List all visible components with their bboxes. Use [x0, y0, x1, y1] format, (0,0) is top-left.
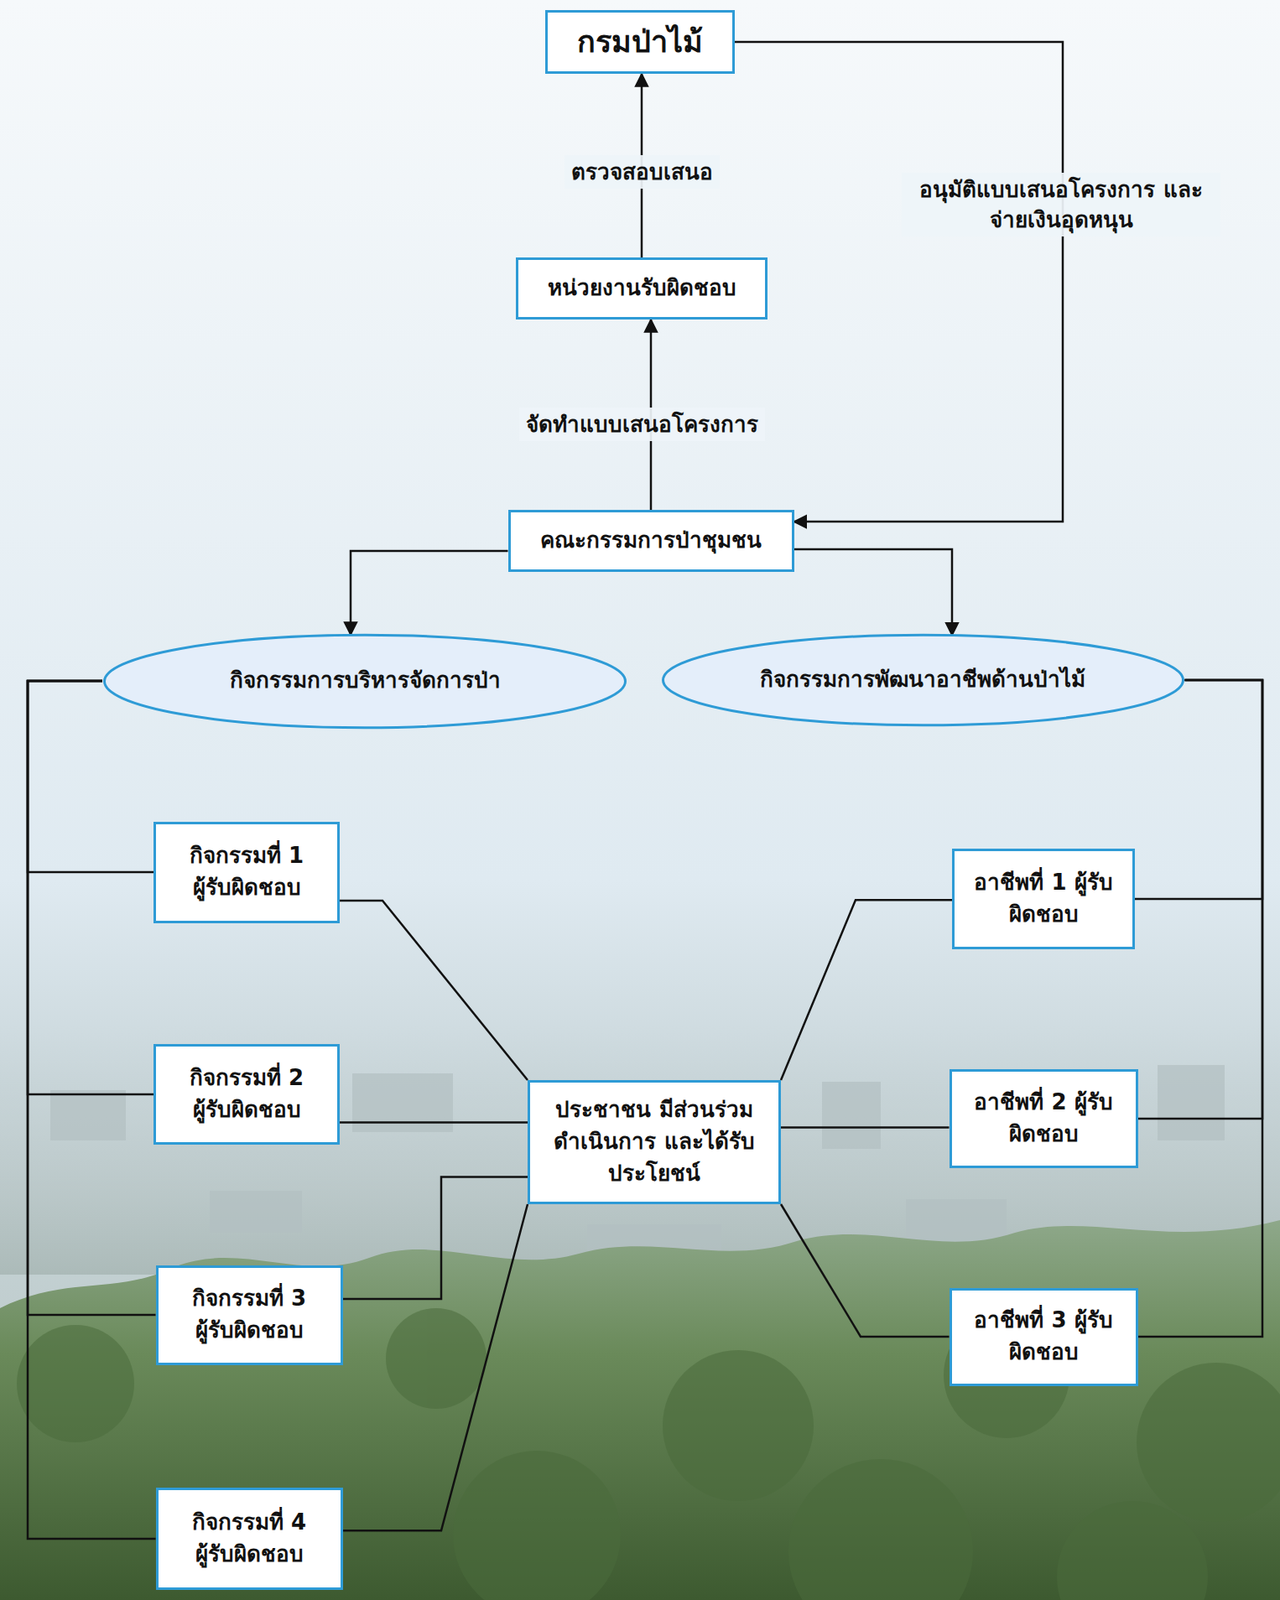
- connector-arrow: [794, 549, 953, 636]
- task-box: กิจกรรมที่ 2 ผู้รับผิดชอบ: [153, 1044, 340, 1145]
- connector-line: [27, 681, 157, 1540]
- task-box: กิจกรรมที่ 4 ผู้รับผิดชอบ: [156, 1488, 344, 1591]
- node-text: กิจกรรมที่ 4 ผู้รับผิดชอบ: [170, 1507, 329, 1571]
- connector-line: [343, 1176, 529, 1300]
- node-text: กิจกรรมที่ 3 ผู้รับผิดชอบ: [170, 1283, 329, 1347]
- connector-line: [1138, 680, 1264, 1119]
- connector-arrow: [734, 41, 1063, 522]
- node-text: กิจกรรมที่ 2 ผู้รับผิดชอบ: [167, 1062, 326, 1126]
- connector-line: [27, 681, 157, 1316]
- connector-line: [339, 900, 528, 1081]
- connector-arrow: [350, 551, 509, 635]
- activity-ellipse: กิจกรรมการบริหารจัดการป่า: [102, 633, 628, 730]
- node-text: อาชีพที่ 2 ผู้รับผิดชอบ: [963, 1087, 1124, 1150]
- people-box: ประชาชน มีส่วนร่วมดำเนินการ และได้รับประ…: [527, 1080, 781, 1205]
- connector-line: [780, 900, 953, 1081]
- node-text: กิจกรรมการบริหารจัดการป่า: [229, 665, 501, 698]
- connector-line: [343, 1204, 529, 1531]
- connector-line: [780, 1204, 950, 1338]
- edge-label: จัดทำแบบเสนอโครงการ: [519, 407, 765, 442]
- ellipse-shape: [104, 634, 626, 728]
- connector-line: [27, 681, 154, 873]
- edge-label: ตรวจสอบเสนอ: [564, 155, 720, 189]
- node-text: อาชีพที่ 3 ผู้รับผิดชอบ: [963, 1305, 1124, 1369]
- node-text: กิจกรรมการพัฒนาอาชีพด้านป่าไม้: [759, 664, 1086, 697]
- connector-line: [780, 1126, 950, 1130]
- node-text: กิจกรรมที่ 1 ผู้รับผิดชอบ: [167, 840, 326, 904]
- occupation-box: อาชีพที่ 3 ผู้รับผิดชอบ: [949, 1288, 1139, 1387]
- node-text: อาชีพที่ 1 ผู้รับผิดชอบ: [966, 867, 1121, 931]
- task-box: กิจกรรมที่ 3 ผู้รับผิดชอบ: [156, 1265, 344, 1366]
- occupation-box: อาชีพที่ 2 ผู้รับผิดชอบ: [949, 1069, 1139, 1169]
- task-box: กิจกรรมที่ 1 ผู้รับผิดชอบ: [153, 822, 340, 924]
- node-text: หน่วยงานรับผิดชอบ: [547, 272, 737, 305]
- agency-box: กรมป่าไม้: [545, 10, 735, 74]
- connector-line: [339, 1121, 528, 1124]
- connector-line: [1138, 680, 1264, 1338]
- activity-ellipse: กิจกรรมการพัฒนาอาชีพด้านป่าไม้: [660, 633, 1186, 728]
- edge-label: อนุมัติแบบเสนอโครงการ และจ่ายเงินอุดหนุน: [901, 172, 1221, 238]
- occupation-box: อาชีพที่ 1 ผู้รับผิดชอบ: [952, 848, 1135, 950]
- node-text: กรมป่าไม้: [577, 20, 703, 64]
- node-text: ประชาชน มีส่วนร่วมดำเนินการ และได้รับประ…: [541, 1094, 767, 1190]
- node-text: คณะกรรมการป่าชุมชน: [540, 525, 762, 557]
- connector-line: [27, 681, 154, 1095]
- unit-box: หน่วยงานรับผิดชอบ: [515, 257, 768, 320]
- connector-line: [1134, 680, 1263, 900]
- committee-box: คณะกรรมการป่าชุมชน: [508, 509, 795, 573]
- ellipse-shape: [662, 634, 1183, 726]
